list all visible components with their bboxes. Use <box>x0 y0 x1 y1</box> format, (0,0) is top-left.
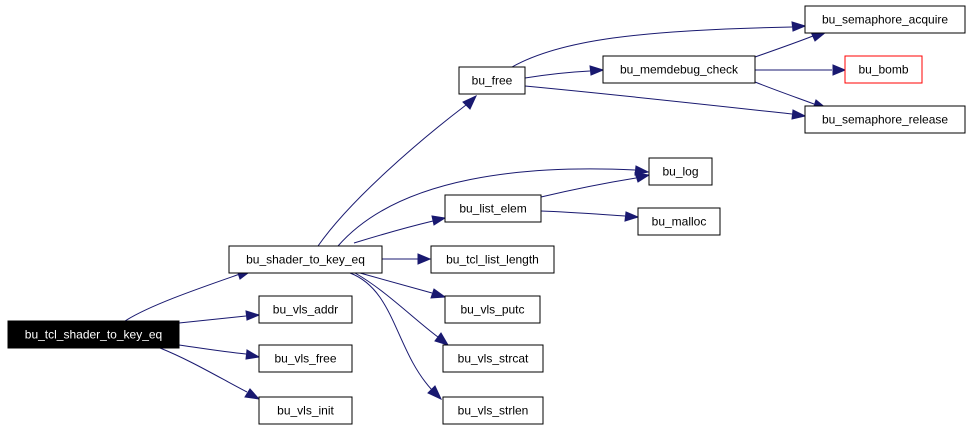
node-label: bu_vls_addr <box>273 303 338 317</box>
edges <box>124 21 847 401</box>
node-bu-tcl-shader-to-key-eq[interactable]: bu_tcl_shader_to_key_eq <box>7 320 180 349</box>
node-bu-semaphore-release[interactable]: bu_semaphore_release <box>804 105 966 134</box>
node-label: bu_memdebug_check <box>620 63 739 77</box>
edge-list-elem-to-log <box>540 177 637 198</box>
edge-shader-to-list-elem <box>353 220 434 244</box>
edge-shader-to-log <box>337 168 636 247</box>
edge-memdebug-to-bomb-arrowhead <box>832 64 847 76</box>
node-label: bu_semaphore_release <box>822 113 948 127</box>
edge-tcl-to-vls-init <box>159 347 248 393</box>
edge-tcl-to-vls-addr-arrowhead <box>245 310 261 321</box>
node-bu-vls-init[interactable]: bu_vls_init <box>258 396 353 425</box>
edge-free-to-sem-release-arrowhead <box>791 109 807 120</box>
edge-shader-to-vls-strcat <box>354 272 439 338</box>
node-bu-vls-putc[interactable]: bu_vls_putc <box>444 295 541 324</box>
edge-free-to-memdebug <box>524 70 591 79</box>
edge-tcl-to-shader <box>124 273 241 322</box>
node-label: bu_free <box>472 74 513 88</box>
node-bu-vls-free[interactable]: bu_vls_free <box>258 344 353 373</box>
node-label: bu_tcl_shader_to_key_eq <box>25 328 162 342</box>
edge-memdebug-to-sem-release <box>754 81 815 105</box>
edge-free-to-memdebug-arrowhead <box>589 65 605 76</box>
node-bu-free[interactable]: bu_free <box>458 66 526 95</box>
edge-memdebug-to-sem-acquire <box>754 35 814 58</box>
edge-shader-to-list-elem-arrowhead <box>431 215 447 226</box>
edge-free-to-sem-release <box>524 85 793 115</box>
node-bu-malloc[interactable]: bu_malloc <box>637 207 721 236</box>
edge-tcl-to-vls-free-arrowhead <box>245 349 261 360</box>
node-bu-memdebug-check[interactable]: bu_memdebug_check <box>602 55 756 84</box>
node-label: bu_log <box>662 165 698 179</box>
edge-list-elem-to-log-arrowhead <box>634 172 651 183</box>
edge-free-to-sem-acquire <box>511 26 793 68</box>
edge-shader-to-free <box>317 104 467 247</box>
node-label: bu_vls_free <box>274 352 336 366</box>
node-bu-list-elem[interactable]: bu_list_elem <box>444 194 542 223</box>
edge-tcl-to-vls-addr <box>178 315 247 324</box>
node-label: bu_vls_strlen <box>458 404 529 418</box>
node-bu-shader-to-key-eq[interactable]: bu_shader_to_key_eq <box>228 245 383 274</box>
node-label: bu_shader_to_key_eq <box>246 253 365 267</box>
node-label: bu_vls_strcat <box>458 352 529 366</box>
node-label: bu_vls_putc <box>460 303 524 317</box>
node-label: bu_semaphore_acquire <box>822 13 948 27</box>
node-bu-tcl-list-length[interactable]: bu_tcl_list_length <box>430 245 555 274</box>
node-bu-vls-strlen[interactable]: bu_vls_strlen <box>442 396 544 425</box>
edge-shader-to-vls-putc <box>359 272 433 294</box>
edge-list-elem-to-malloc <box>540 210 626 217</box>
edge-shader-to-vls-strlen-arrowhead <box>427 385 443 401</box>
edge-tcl-to-vls-free <box>178 344 247 355</box>
node-bu-vls-addr[interactable]: bu_vls_addr <box>258 295 353 324</box>
node-label: bu_bomb <box>858 63 908 77</box>
edge-tcl-to-vls-init-arrowhead <box>244 388 261 400</box>
edge-list-elem-to-malloc-arrowhead <box>624 211 640 222</box>
node-label: bu_vls_init <box>277 404 334 418</box>
node-bu-vls-strcat[interactable]: bu_vls_strcat <box>442 344 544 373</box>
edge-free-to-sem-acquire-arrowhead <box>791 21 807 32</box>
node-label: bu_malloc <box>652 215 707 229</box>
edge-shader-to-free-arrowhead <box>462 94 478 110</box>
node-bu-semaphore-acquire[interactable]: bu_semaphore_acquire <box>804 5 966 34</box>
edge-shader-to-vls-strcat-arrowhead <box>434 332 450 346</box>
edge-shader-to-tcl-list-length-arrowhead <box>417 253 432 265</box>
node-bu-bomb[interactable]: bu_bomb <box>844 55 923 84</box>
node-bu-log[interactable]: bu_log <box>648 157 713 186</box>
node-label: bu_list_elem <box>459 202 526 216</box>
edge-shader-to-vls-putc-arrowhead <box>430 288 447 299</box>
nodes: bu_tcl_shader_to_key_eq bu_shader_to_key… <box>7 5 966 425</box>
edge-shader-to-vls-strlen <box>349 272 433 391</box>
node-label: bu_tcl_list_length <box>446 253 539 267</box>
